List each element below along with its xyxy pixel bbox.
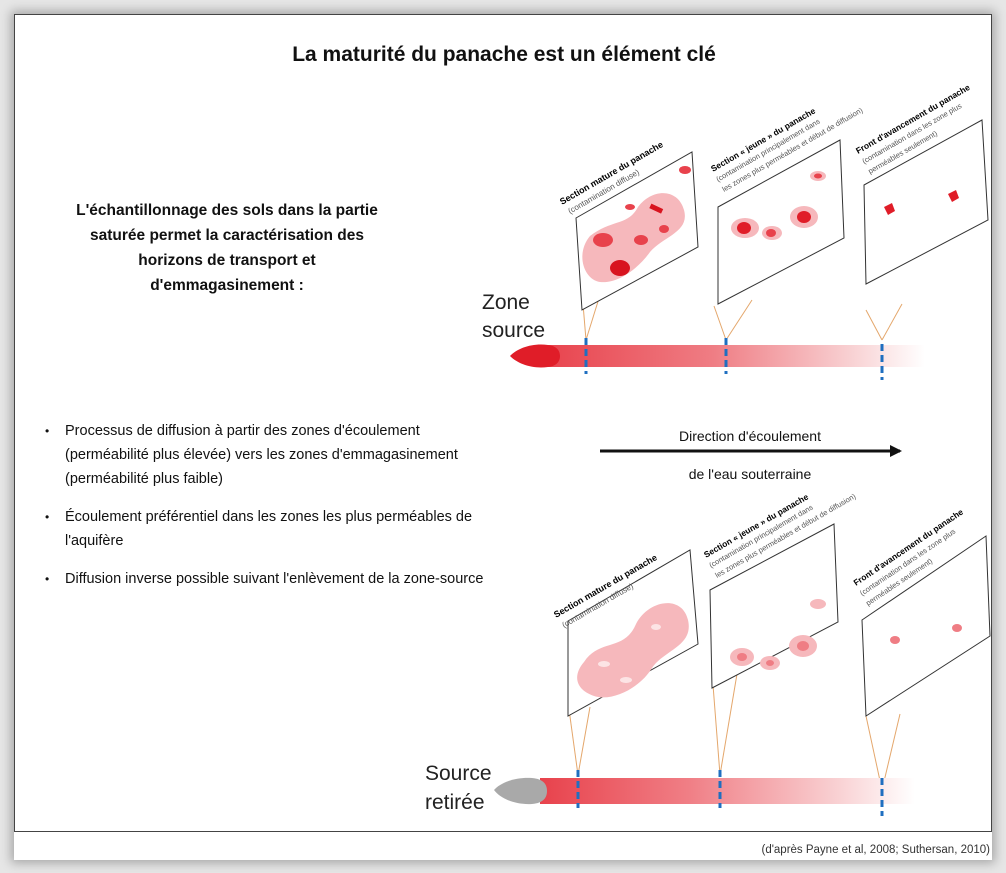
source-label: source bbox=[482, 319, 545, 342]
section-panel-young: Section « jeune » du panache (contaminat… bbox=[702, 491, 858, 689]
section-panel-mature: Section mature du panache (contamination… bbox=[552, 549, 699, 717]
bottom-diagram: Source retirée Section mature du panache… bbox=[425, 491, 991, 816]
source-flame bbox=[510, 344, 560, 368]
section-panel-young: Section « jeune » du panache (contaminat… bbox=[709, 105, 865, 305]
bullet-item: Processus de diffusion à partir des zone… bbox=[45, 419, 485, 491]
flow-label: Direction d'écoulement bbox=[679, 428, 821, 444]
source-label: retirée bbox=[425, 791, 485, 814]
bullet-item: Diffusion inverse possible suivant l'enl… bbox=[45, 567, 485, 591]
section-ticks bbox=[576, 770, 884, 816]
bullet-list: Processus de diffusion à partir des zone… bbox=[45, 419, 485, 605]
section-panel-front: Front d'avancement du panache (contamina… bbox=[852, 507, 991, 717]
slide-title: La maturité du panache est un élément cl… bbox=[292, 43, 716, 66]
intro-line: d'emmagasinement : bbox=[150, 277, 304, 294]
section-panel-mature: Section mature du panache (contamination… bbox=[558, 139, 699, 311]
top-diagram: Zone source Section mature du panache bbox=[482, 82, 989, 380]
bullet-item: Écoulement préférentiel dans les zones l… bbox=[45, 505, 485, 553]
flow-label: de l'eau souterraine bbox=[689, 466, 812, 482]
section-ticks bbox=[584, 338, 884, 380]
plume-band bbox=[540, 778, 915, 804]
plume-band bbox=[540, 345, 925, 367]
source-label: Source bbox=[425, 762, 492, 785]
section-guides bbox=[567, 667, 901, 791]
source-label: Zone bbox=[482, 291, 530, 314]
flow-direction: Direction d'écoulement de l'eau souterra… bbox=[600, 428, 902, 482]
section-guides bbox=[581, 291, 903, 341]
intro-line: horizons de transport et bbox=[138, 252, 316, 269]
intro-text: L'échantillonnage des sols dans la parti… bbox=[47, 198, 407, 298]
intro-line: L'échantillonnage des sols dans la parti… bbox=[76, 202, 378, 219]
citation: (d'après Payne et al, 2008; Suthersan, 2… bbox=[761, 844, 990, 856]
intro-line: saturée permet la caractérisation des bbox=[90, 227, 364, 244]
section-panel-front: Front d'avancement du panache (contamina… bbox=[854, 82, 989, 285]
removed-source bbox=[494, 777, 547, 805]
